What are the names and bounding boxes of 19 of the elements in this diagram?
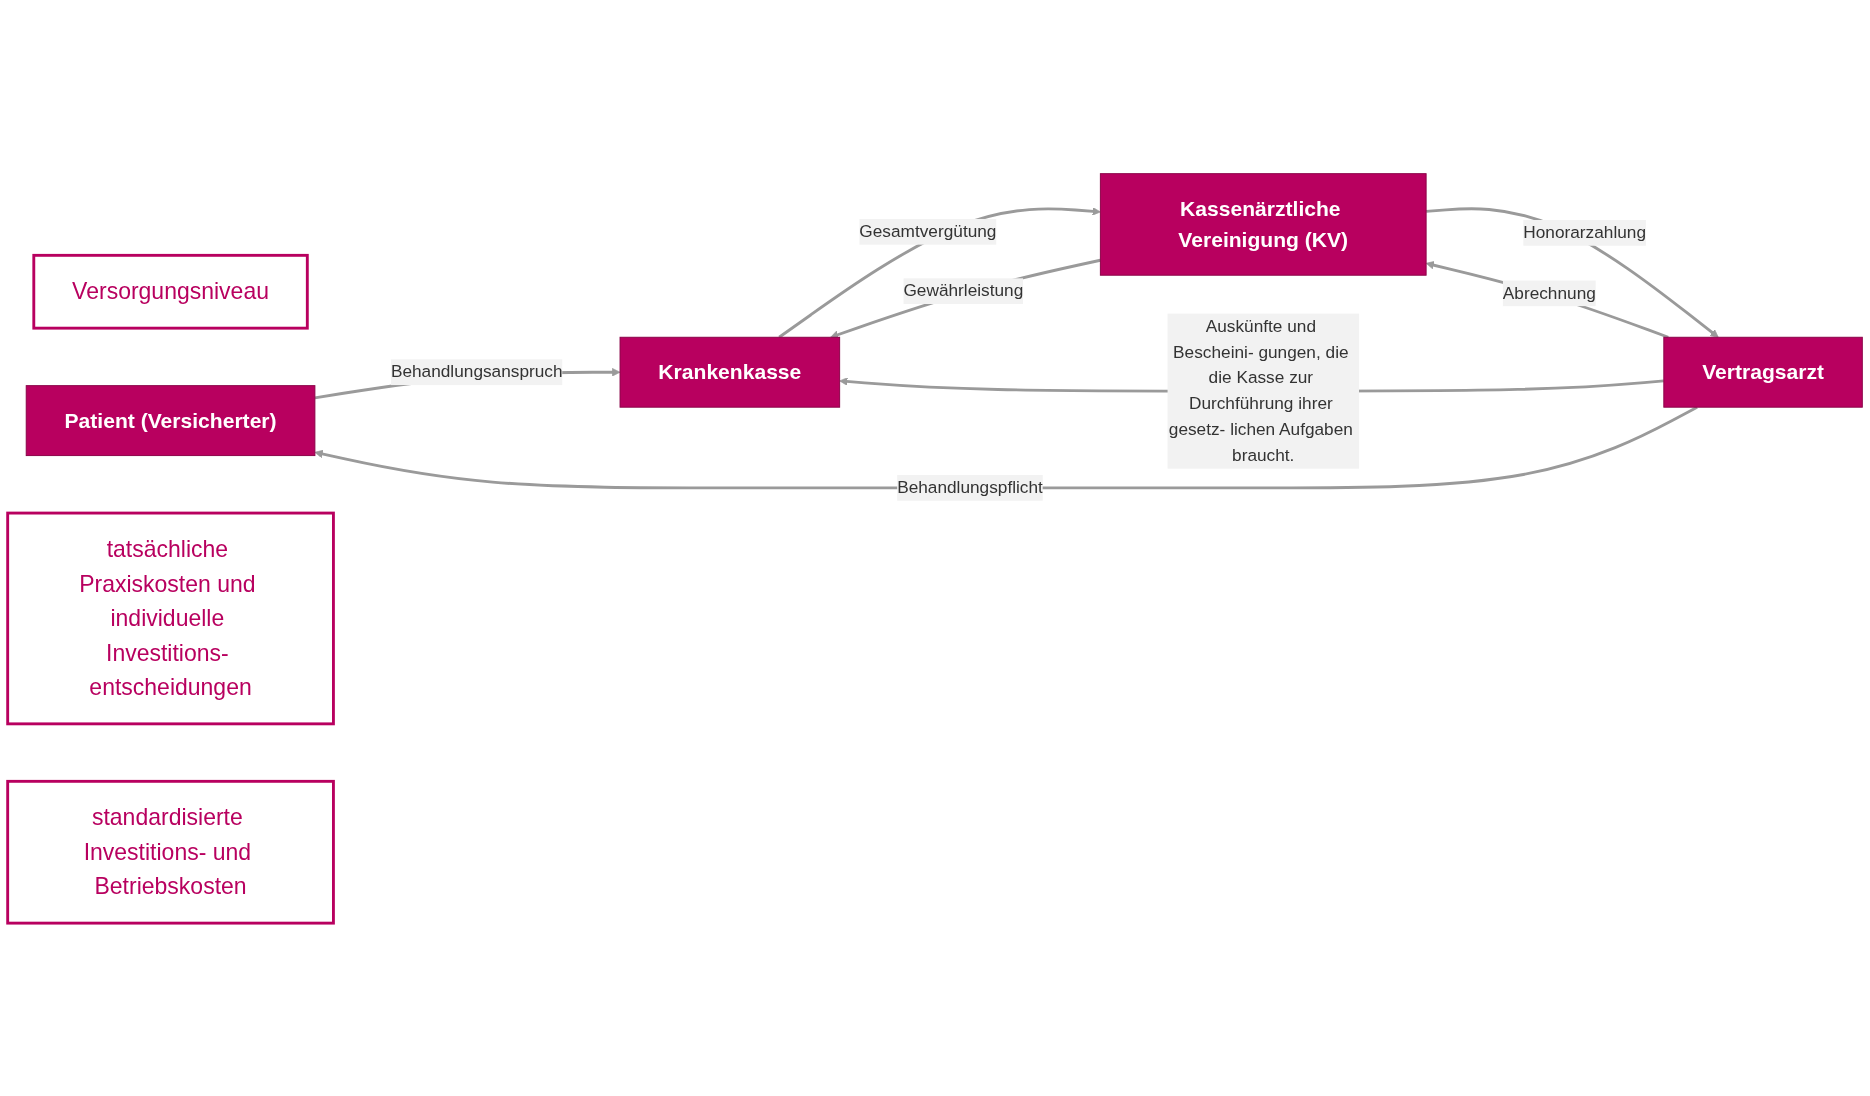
- edge-label: Auskünfte und Bescheini- gungen, die die Kasse zur Durchführung ihrer gesetz- lichen Aufgaben braucht.: [1168, 316, 1353, 465]
- node-box: tatsächliche Praxiskosten und individuelle Investitions- entscheidungen: [6, 511, 335, 725]
- node-box: standardisierte Investitions- und Betriebskosten: [6, 779, 335, 925]
- edge-label: Behandlungspflicht: [897, 477, 1043, 497]
- edge-label: Honorarzahlung: [1523, 222, 1646, 242]
- edge-label: Abrechnung: [1502, 282, 1596, 303]
- edge-label: Behandlungsanspruch: [390, 361, 563, 381]
- arrow: [830, 258, 1101, 339]
- node-box: Versorgungsniveau: [32, 253, 309, 330]
- node-box: Kassenärztliche Vereinigung (KV): [1099, 172, 1427, 276]
- node-box: Vertragsarzt: [1663, 336, 1863, 408]
- arrow: [1426, 206, 1719, 338]
- edge-label: Gewährleistung: [903, 280, 1024, 300]
- node-box: Patient (Versicherter): [25, 384, 316, 456]
- arrow: [314, 405, 1698, 489]
- node-box: Krankenkasse: [619, 336, 841, 408]
- arrow: [1425, 260, 1669, 339]
- edge-label: Gesamtvergütung: [859, 221, 997, 241]
- arrow: [778, 206, 1101, 339]
